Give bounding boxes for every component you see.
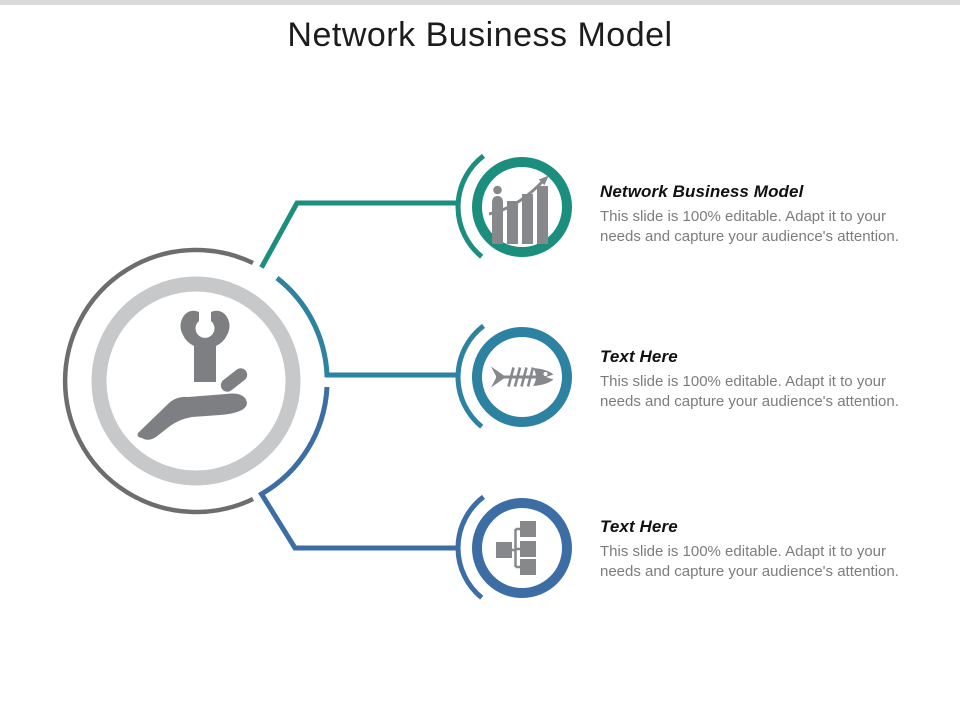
central-outer-ring — [62, 247, 254, 515]
item-3-text-block: Text Here This slide is 100% editable. A… — [600, 517, 912, 582]
connector-bottom — [258, 386, 457, 551]
node-fishbone — [455, 323, 572, 429]
trend-arrow — [488, 180, 544, 216]
connector-middle — [275, 276, 457, 378]
item-3-body: This slide is 100% editable. Adapt it to… — [600, 543, 899, 580]
connector-top — [259, 200, 457, 269]
node-outer-arc — [455, 494, 486, 600]
item-3-heading: Text Here — [600, 517, 678, 536]
item-2-text-block: Text Here This slide is 100% editable. A… — [600, 347, 912, 412]
item-2-body: This slide is 100% editable. Adapt it to… — [600, 373, 899, 410]
page-title: Network Business Model — [287, 16, 673, 54]
wrench-icon — [180, 310, 230, 382]
fishbone-icon — [491, 366, 554, 388]
node-growth-chart — [455, 153, 572, 259]
hand-icon — [137, 393, 247, 440]
central-hub — [62, 247, 301, 515]
node-outer-arc — [455, 323, 486, 429]
hand-holding-wrench-icon — [137, 310, 248, 440]
node-flowchart — [455, 494, 572, 600]
person-icon — [493, 185, 502, 195]
thumb-shape — [220, 368, 248, 392]
fish-eye — [543, 372, 548, 376]
slide-top-accent-bar — [0, 0, 960, 5]
item-2-heading: Text Here — [600, 347, 678, 366]
node-outer-arc — [455, 153, 486, 259]
item-1-heading: Network Business Model — [600, 182, 804, 201]
growth-chart-icon — [488, 175, 549, 244]
item-1-text-block: Network Business Model This slide is 100… — [600, 182, 912, 247]
item-1-body: This slide is 100% editable. Adapt it to… — [600, 208, 899, 245]
flowchart-icon — [496, 521, 536, 575]
